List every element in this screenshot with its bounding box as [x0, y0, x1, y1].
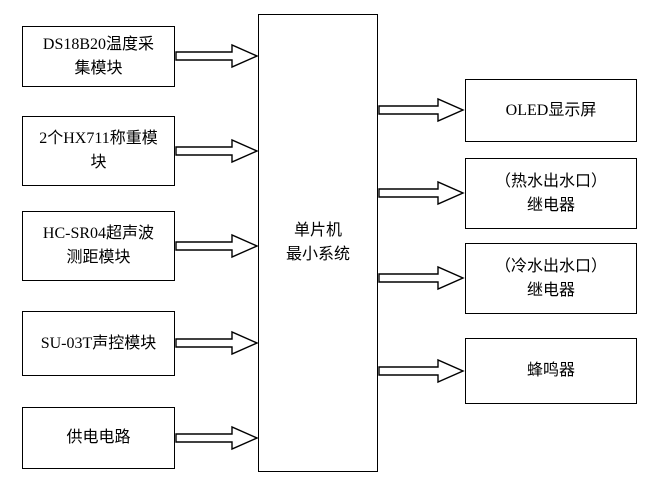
arrow-mcu-to-cold-water-relay: [378, 265, 465, 291]
module-label-weighing: 2个HX711称重模 块: [39, 130, 158, 171]
module-box-oled-display: OLED显示屏: [465, 79, 637, 142]
module-box-temperature-sensor: DS18B20温度采 集模块: [22, 26, 175, 87]
module-box-hot-water-relay: （热水出水口） 继电器: [465, 158, 637, 229]
arrow-voice-control-to-mcu: [175, 330, 259, 356]
module-box-cold-water-relay: （冷水出水口） 继电器: [465, 243, 637, 314]
module-label-buzzer: 蜂鸣器: [526, 362, 575, 379]
arrow-ultrasonic-to-mcu: [175, 233, 259, 259]
module-label-cold-water-relay: （冷水出水口） 继电器: [494, 257, 607, 299]
mcu-minimal-system-box: 单片机 最小系统: [258, 14, 378, 472]
module-label-oled-display: OLED显示屏: [505, 101, 597, 119]
module-box-ultrasonic-ranging: HC-SR04超声波 测距模块: [22, 211, 175, 281]
module-box-buzzer: 蜂鸣器: [465, 338, 637, 404]
module-box-weighing: 2个HX711称重模 块: [22, 116, 175, 186]
arrow-weighing-to-mcu: [175, 138, 259, 164]
mcu-minimal-system-label: 单片机 最小系统: [285, 222, 350, 263]
arrow-mcu-to-oled-display: [378, 97, 465, 123]
module-label-power-supply: 供电电路: [66, 429, 131, 446]
module-label-ultrasonic-ranging: HC-SR04超声波 测距模块: [42, 225, 155, 266]
arrow-mcu-to-buzzer: [378, 358, 465, 384]
module-box-voice-control: SU-03T声控模块: [22, 311, 175, 376]
arrow-mcu-to-hot-water-relay: [378, 180, 465, 206]
module-label-temperature-sensor: DS18B20温度采 集模块: [42, 35, 155, 77]
module-box-power-supply: 供电电路: [22, 407, 175, 469]
arrow-temperature-to-mcu: [175, 43, 259, 69]
module-label-hot-water-relay: （热水出水口） 继电器: [494, 172, 607, 214]
module-label-voice-control: SU-03T声控模块: [40, 334, 157, 352]
arrow-power-supply-to-mcu: [175, 425, 259, 451]
